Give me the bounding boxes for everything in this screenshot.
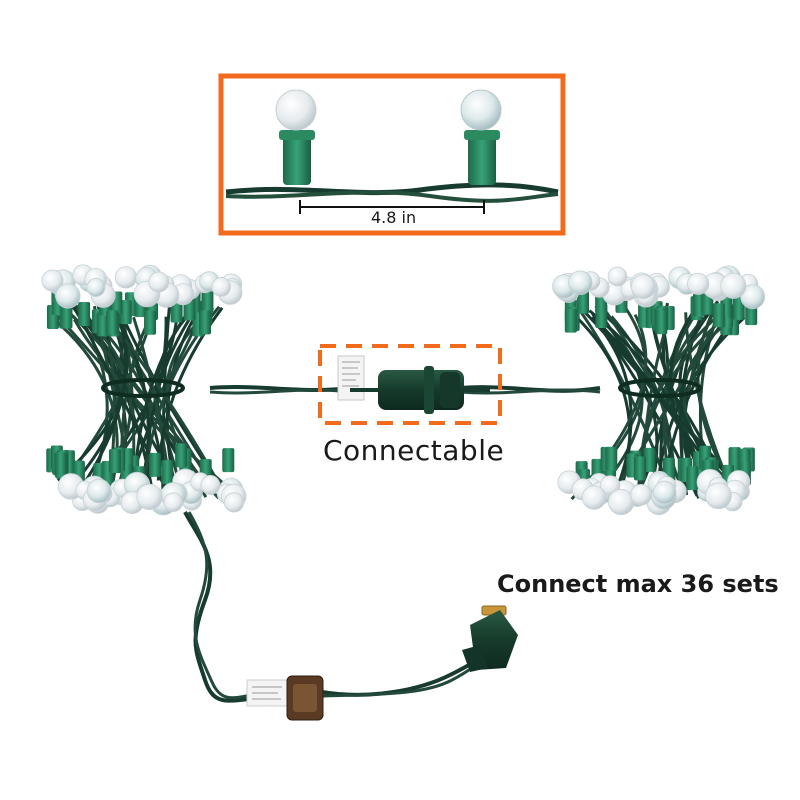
inset-bulb-right-globe xyxy=(460,89,502,131)
light-bundle-right xyxy=(552,265,766,516)
connector-highlight xyxy=(318,344,502,425)
inset-wire-twist xyxy=(225,190,559,203)
inset-bulb-left-globe xyxy=(275,89,317,131)
power-plug xyxy=(462,605,518,672)
connectable-label: Connectable xyxy=(323,434,505,467)
dashed-frame xyxy=(318,344,502,425)
spacing-inset xyxy=(218,73,566,236)
wire-tag xyxy=(337,355,365,401)
light-bundle-left xyxy=(41,264,247,516)
bulb-spacing-label: 4.8 in xyxy=(371,208,417,227)
inset-wire xyxy=(225,182,559,196)
spacing-measure-bar xyxy=(299,200,485,214)
inset-bulb-right xyxy=(460,89,502,185)
inset-bulb-left xyxy=(275,89,317,185)
connector-wire xyxy=(209,385,601,395)
lead-wire xyxy=(183,511,487,721)
max-sets-label: Connect max 36 sets xyxy=(497,570,779,598)
